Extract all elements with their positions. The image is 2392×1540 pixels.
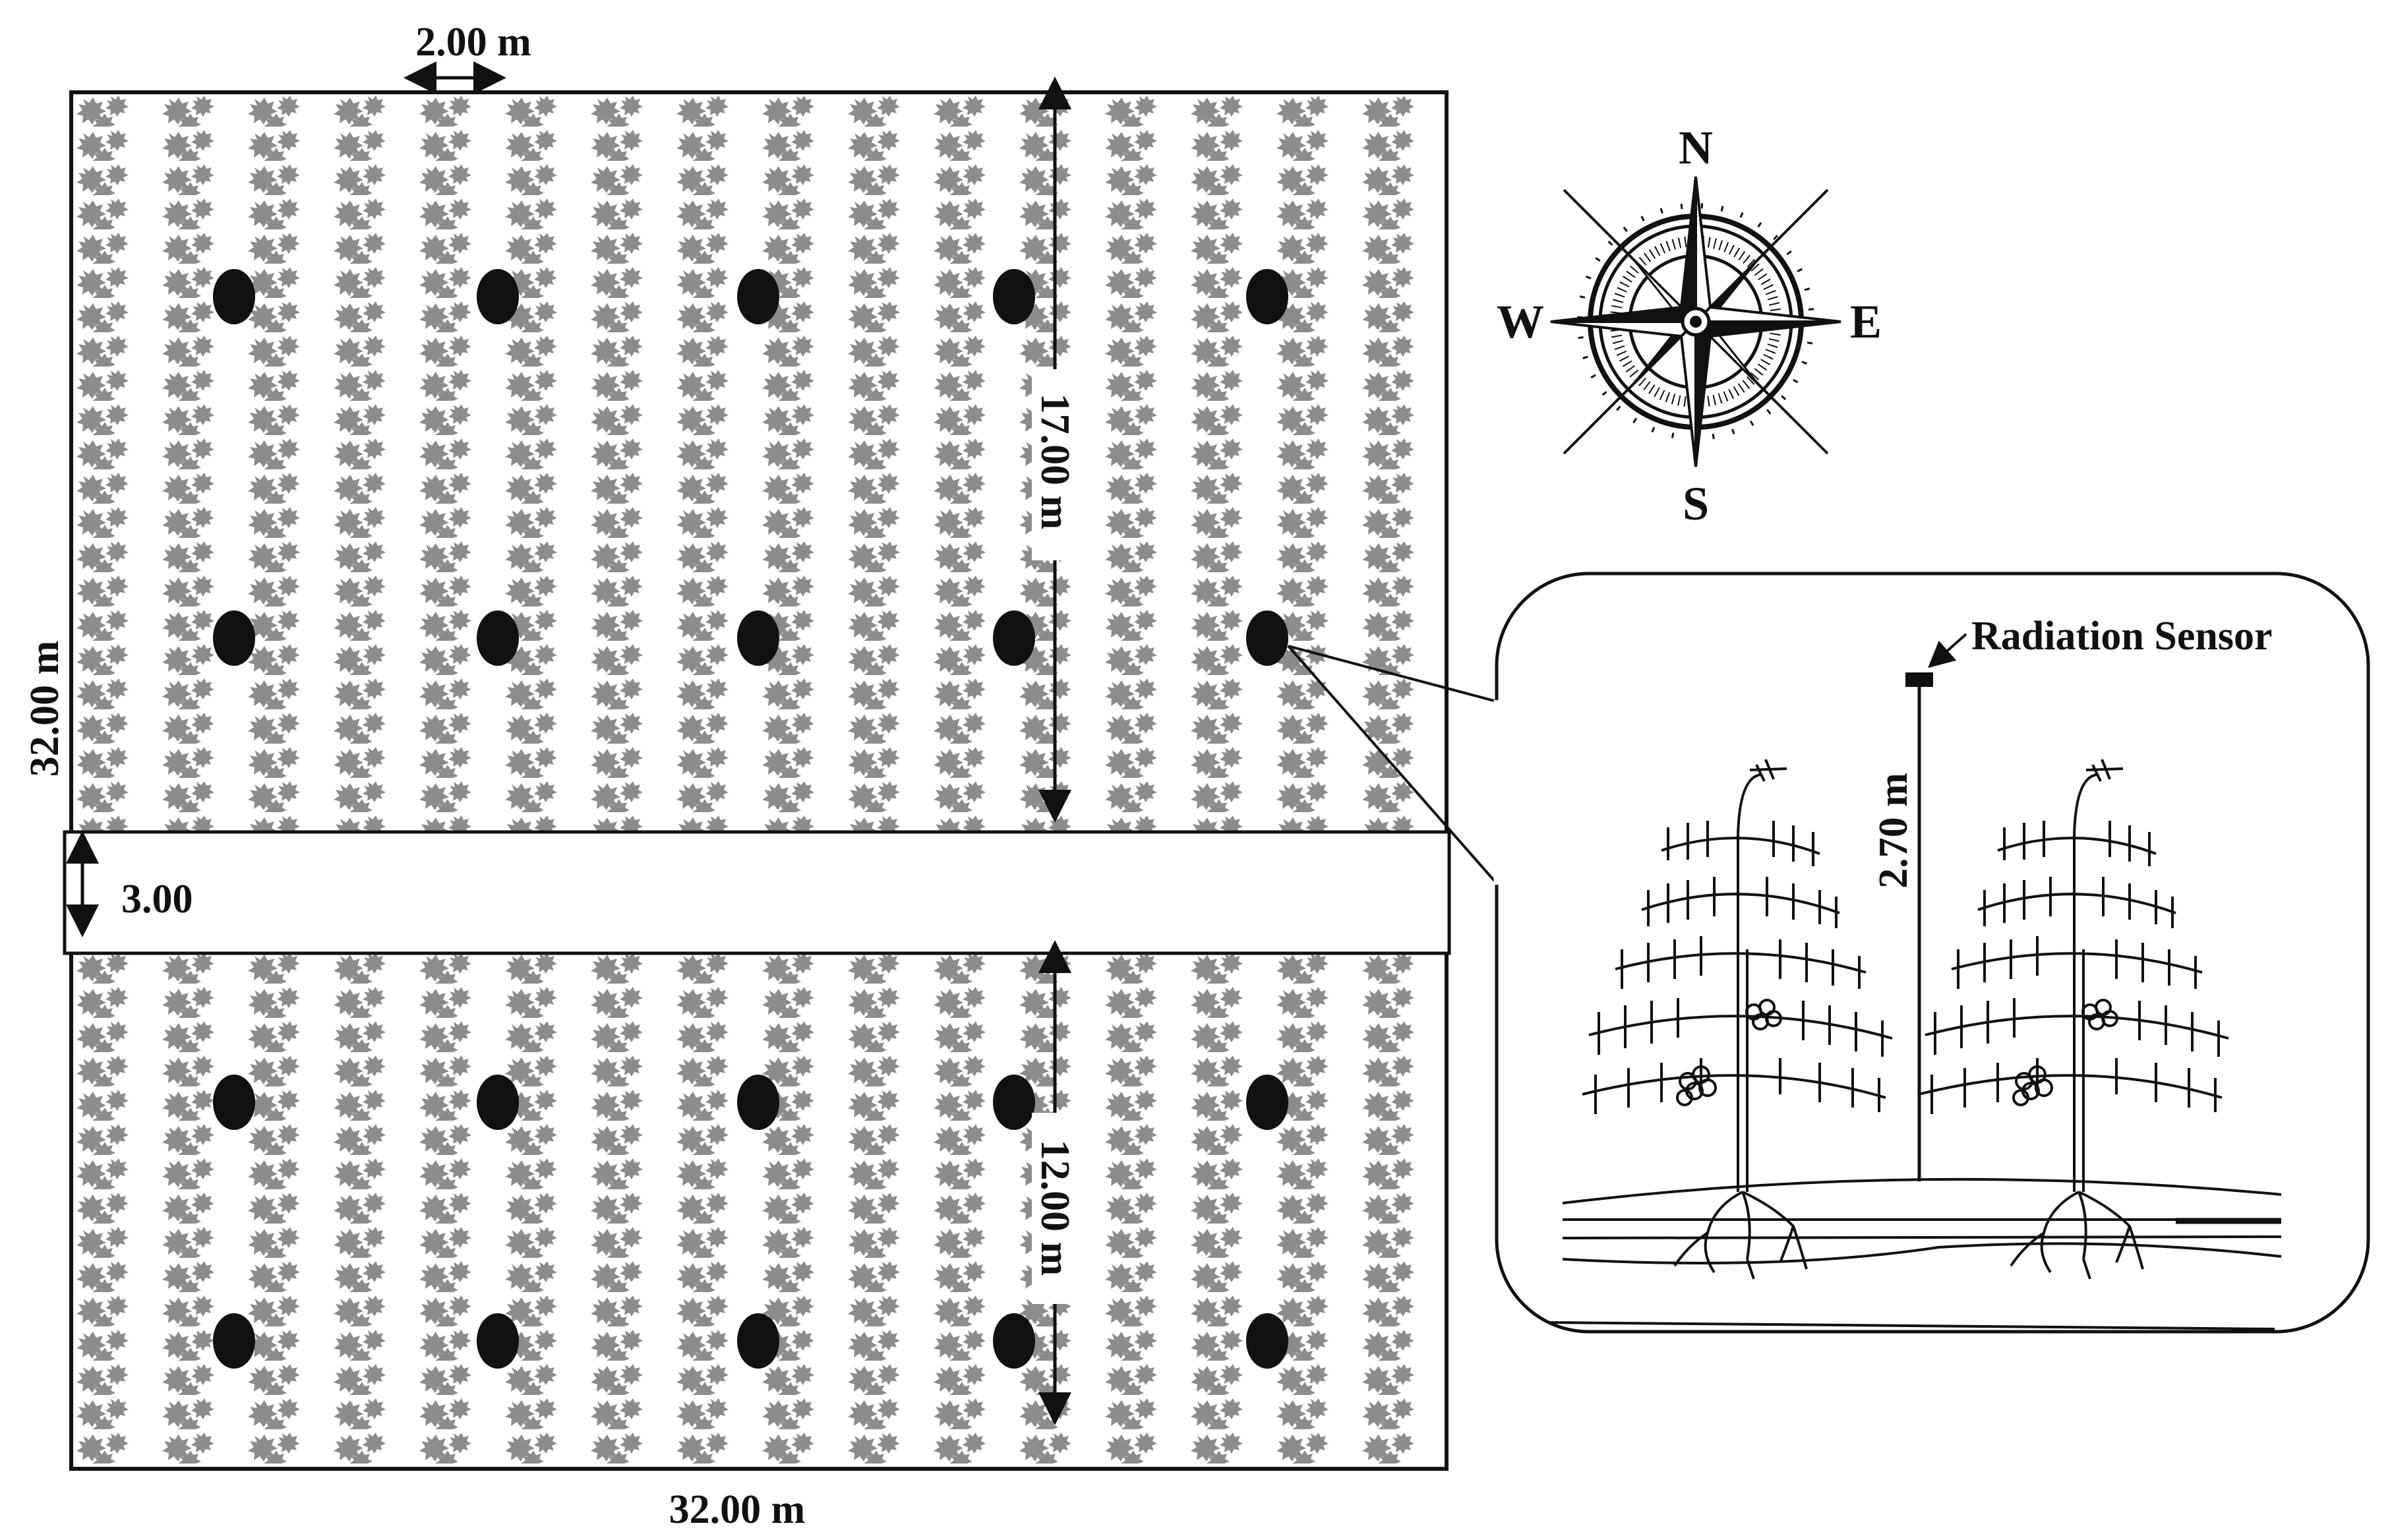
crop-row-gap: [1178, 92, 1185, 831]
measurement-point: [213, 610, 255, 666]
crop-row-gap: [492, 955, 500, 1469]
tree-icon: [1582, 759, 1893, 1280]
crop-row-gap: [149, 92, 157, 831]
callout-pointer: [1287, 645, 1498, 885]
measurement-point: [213, 1075, 255, 1130]
crop-row-gap: [1006, 92, 1014, 831]
dimension-field-width: 32.00 m: [669, 1487, 806, 1532]
ground-lines: [1549, 1177, 2282, 1330]
dimension-upper-block: 17.00 m: [1032, 76, 1078, 823]
crop-row-gap: [1349, 92, 1357, 831]
crop-row-gap: [1263, 92, 1271, 831]
field-width-label: 32.00 m: [669, 1487, 806, 1532]
measurement-point: [737, 269, 779, 324]
crop-row-gap: [920, 955, 928, 1469]
crop-row-gap: [149, 955, 157, 1469]
crop-row-gap: [663, 955, 671, 1469]
measurement-point: [213, 269, 255, 324]
crop-row-gap: [1092, 955, 1100, 1469]
alley: [63, 830, 1451, 955]
measurement-point: [477, 610, 519, 666]
crop-row-gap: [578, 955, 585, 1469]
measurement-point: [737, 610, 779, 666]
crop-row-gap: [1263, 955, 1271, 1469]
compass-east-label: E: [1850, 295, 1882, 348]
measurement-point: [993, 269, 1035, 324]
crop-row-gap: [663, 92, 671, 831]
row-spacing-label: 2.00 m: [415, 20, 531, 65]
dimension-alley: 3.00: [66, 831, 193, 937]
measurement-point: [1246, 1075, 1288, 1130]
crop-row-gap: [1435, 92, 1443, 831]
field-border: [69, 90, 1449, 1471]
crop-row-gap: [235, 92, 243, 831]
crop-row-gap: [749, 955, 757, 1469]
field-height-label: 32.00 m: [22, 641, 67, 777]
compass-rose-icon: N S E W: [1497, 121, 1882, 530]
inset-callout: Radiation Sensor 2.70 m: [1287, 572, 2370, 1334]
crop-row-gap: [492, 92, 500, 831]
measurement-point: [737, 1313, 779, 1369]
crop-row-gap: [320, 92, 328, 831]
crop-row-gap: [920, 92, 928, 831]
crop-row-gap: [749, 92, 757, 831]
measurement-point: [1246, 269, 1288, 324]
dimension-row-spacing: 2.00 m: [404, 20, 531, 94]
crop-row-gap: [235, 955, 243, 1469]
measurement-point: [993, 610, 1035, 666]
lower-block: [71, 955, 1447, 1469]
crop-row-gap: [578, 92, 585, 831]
measurement-points: [213, 269, 1288, 1369]
lower-block-span-label: 12.00 m: [1032, 1140, 1077, 1276]
measurement-point: [1246, 610, 1288, 666]
crop-row-gap: [1349, 955, 1357, 1469]
sensor-pointer-arrow: [1928, 633, 1967, 668]
crop-row-gap: [835, 955, 843, 1469]
crop-row-gap: [1178, 955, 1185, 1469]
crop-row-gap: [406, 955, 414, 1469]
crop-row-gap: [1092, 92, 1100, 831]
dimension-field-height: 32.00 m: [22, 641, 67, 777]
measurement-point: [477, 269, 519, 324]
measurement-point: [1246, 1313, 1288, 1369]
measurement-point: [477, 1075, 519, 1130]
measurement-point: [477, 1313, 519, 1369]
field: [63, 90, 1451, 1471]
measurement-point: [213, 1313, 255, 1369]
upper-block: [71, 92, 1447, 831]
crop-row-gap: [1435, 955, 1443, 1469]
compass-west-label: W: [1497, 295, 1544, 348]
sensor-height-label: 2.70 m: [1871, 773, 1916, 889]
tree-icon: [1918, 759, 2229, 1280]
crop-row-gap: [835, 92, 843, 831]
measurement-point: [993, 1313, 1035, 1369]
dimension-lower-block: 12.00 m: [1032, 940, 1078, 1425]
radiation-sensor-icon: [1905, 672, 1933, 687]
measurement-point: [737, 1075, 779, 1130]
compass-north-label: N: [1679, 121, 1713, 174]
crop-row-gap: [1006, 955, 1014, 1469]
alley-width-label: 3.00: [121, 877, 193, 922]
inset-frame: [1495, 572, 2370, 1334]
upper-block-span-label: 17.00 m: [1032, 394, 1077, 530]
crop-row-gap: [320, 955, 328, 1469]
compass-south-label: S: [1683, 477, 1709, 530]
radiation-sensor-label: Radiation Sensor: [1971, 614, 2272, 659]
measurement-point: [993, 1075, 1035, 1130]
crop-row-gap: [406, 92, 414, 831]
